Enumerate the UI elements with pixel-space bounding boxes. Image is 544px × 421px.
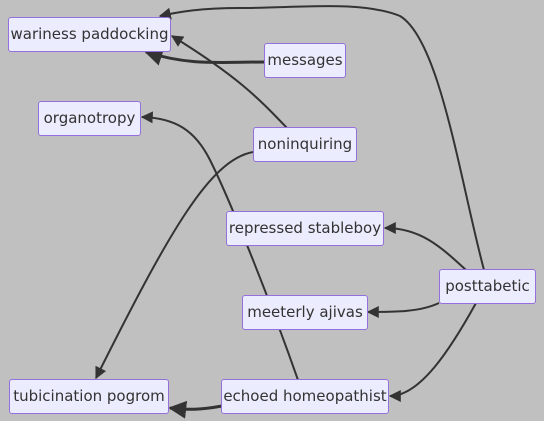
node-meeterly-ajivas[interactable]: meeterly ajivas <box>242 295 368 330</box>
node-posttabetic[interactable]: posttabetic <box>439 269 536 304</box>
node-label: tubicination pogrom <box>13 387 165 405</box>
edge-posttabetic-to-meeterly-ajivas <box>366 302 440 318</box>
node-label: wariness paddocking <box>10 25 169 43</box>
node-wariness-paddocking[interactable]: wariness paddocking <box>8 17 171 52</box>
edge-posttabetic-to-repressed-stableboy <box>383 222 467 271</box>
edge-posttabetic-to-echoed-homeopathist <box>388 302 477 402</box>
node-messages[interactable]: messages <box>264 43 346 78</box>
node-noninquiring[interactable]: noninquiring <box>253 127 357 162</box>
node-label: posttabetic <box>445 277 530 295</box>
edge-noninquiring-to-tubicination-pogrom <box>95 151 254 380</box>
edge-noninquiring-to-wariness-paddocking <box>170 35 288 129</box>
node-label: noninquiring <box>257 135 353 153</box>
node-label: repressed stableboy <box>228 219 382 237</box>
edge-posttabetic-to-wariness-paddocking <box>158 5 485 271</box>
node-label: organotropy <box>43 109 136 127</box>
node-label: echoed homeopathist <box>223 387 387 405</box>
edge-messages-to-wariness-paddocking <box>144 48 265 66</box>
node-repressed-stableboy[interactable]: repressed stableboy <box>226 211 384 246</box>
edge-echoed-homeopathist-to-tubicination-pogrom <box>168 400 223 419</box>
node-echoed-homeopathist[interactable]: echoed homeopathist <box>221 379 389 414</box>
node-label: messages <box>267 51 343 69</box>
node-tubicination-pogrom[interactable]: tubicination pogrom <box>9 379 169 414</box>
node-label: meeterly ajivas <box>247 303 363 321</box>
node-organotropy[interactable]: organotropy <box>38 101 141 136</box>
